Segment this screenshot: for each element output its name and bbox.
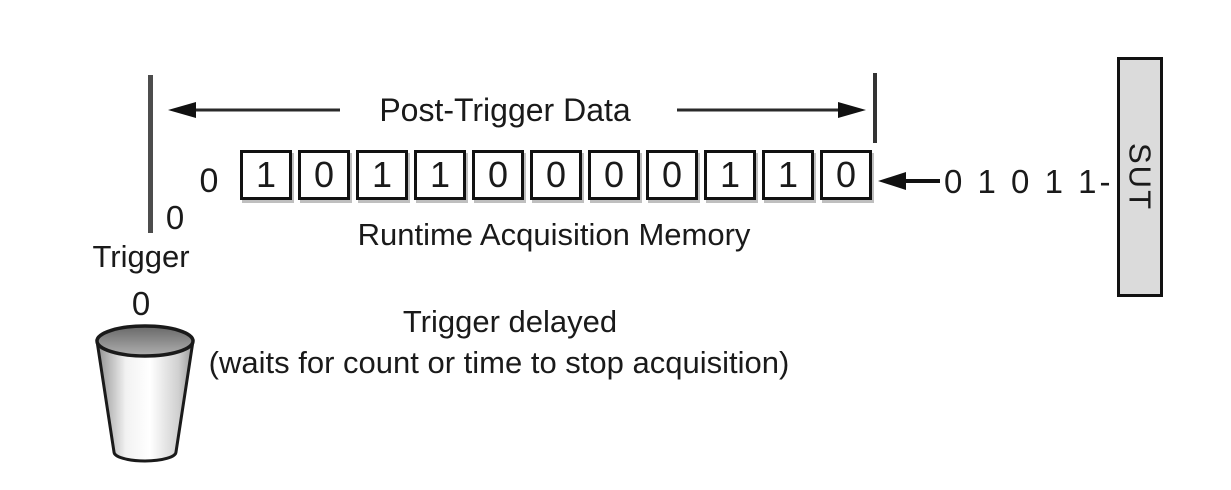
caption-wait-condition: (waits for count or time to stop acquisi… [208,345,790,380]
memory-bit-cell: 0 [646,150,698,200]
runtime-acquisition-memory-label: Runtime Acquisition Memory [357,217,751,252]
trash-bucket-icon [95,324,195,463]
post-trigger-end-line [873,73,877,143]
post-trigger-right-arrow [677,102,866,118]
memory-bit-cell: 1 [414,150,466,200]
sut-label: SUT [1122,143,1158,211]
sut-box: SUT [1117,57,1163,297]
memory-bit-cell: 1 [240,150,292,200]
overflow-bit: 0 [199,162,219,200]
memory-bit-cell: 0 [530,150,582,200]
falling-bit-upper: 0 [165,199,185,236]
memory-input-arrow [878,172,940,190]
incoming-bit-stream: 0 1 0 1 1- [944,163,1114,200]
post-trigger-left-arrow [168,102,340,118]
memory-bit-cell: 1 [704,150,756,200]
memory-bit-cell: 1 [762,150,814,200]
falling-bit-lower: 0 [131,285,151,322]
trigger-label: Trigger [92,239,190,274]
memory-bit-cell: 0 [298,150,350,200]
post-trigger-data-label: Post-Trigger Data [379,92,631,128]
trigger-position-line [148,75,153,233]
memory-bit-cell: 0 [820,150,872,200]
caption-trigger-delayed: Trigger delayed [402,304,618,339]
memory-bit-cell: 0 [588,150,640,200]
memory-bit-cell: 0 [472,150,524,200]
memory-bit-cell: 1 [356,150,408,200]
